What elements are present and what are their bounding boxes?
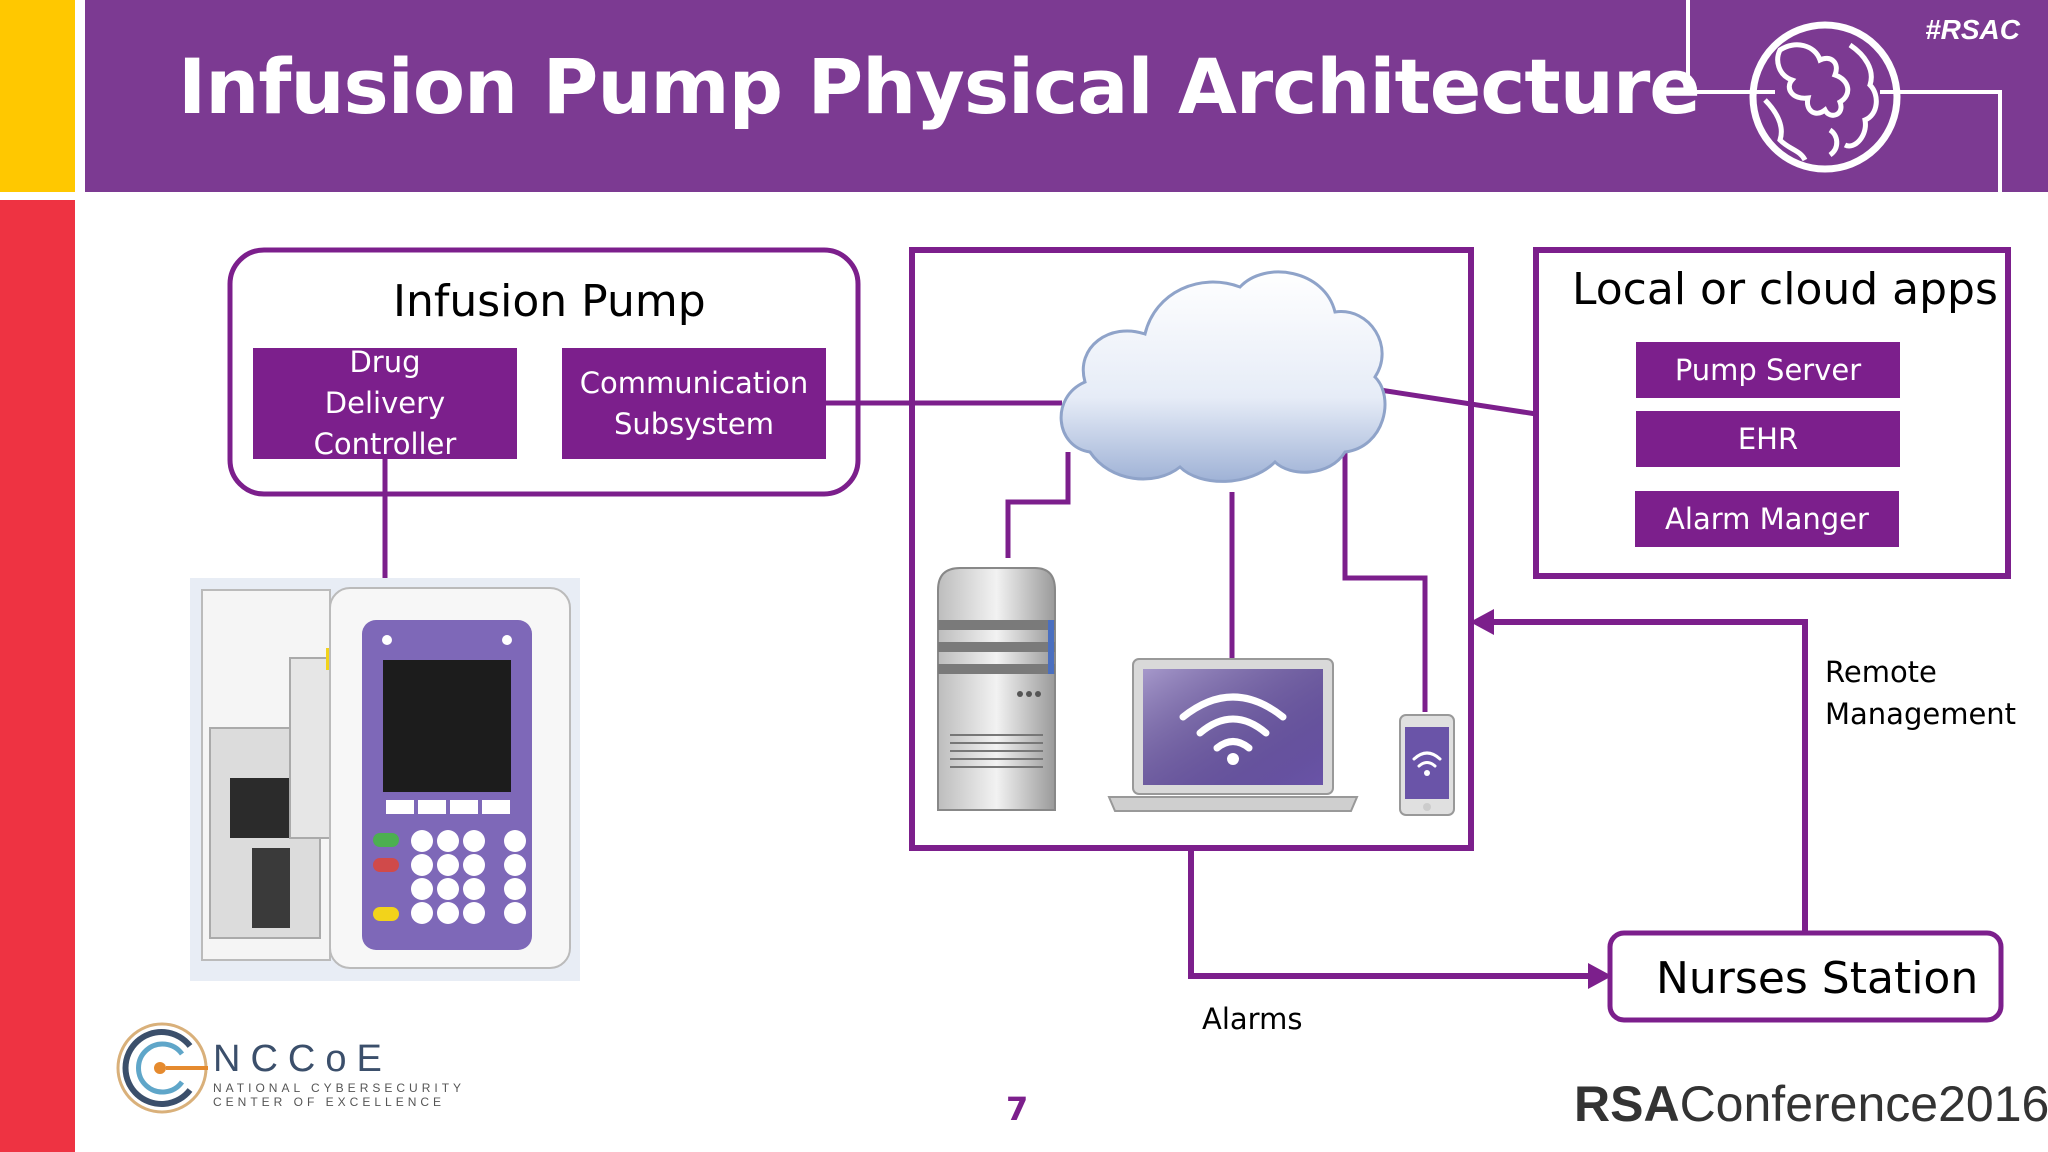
page-title: Infusion Pump Physical Architecture	[178, 42, 1701, 131]
drug-delivery-label: Drug Delivery Controller	[313, 345, 457, 461]
smartphone-icon	[1399, 714, 1455, 816]
rsa-conference-logo: RSAConference2016	[1574, 1075, 2048, 1133]
page-number: 7	[1006, 1090, 1029, 1128]
communication-label: Communication Subsystem	[579, 365, 809, 441]
nccoe-logo-icon	[116, 1022, 208, 1114]
drug-delivery-controller-box: Drug Delivery Controller	[253, 345, 517, 461]
header-banner	[85, 0, 2048, 192]
infusion-pump-image	[190, 578, 580, 981]
remote-management-label: Remote Management	[1825, 655, 2017, 731]
globe-icon	[1686, 0, 2002, 192]
nurses-station-label: Nurses Station	[1656, 953, 1979, 1004]
pump-server-box: Pump Server	[1636, 342, 1900, 398]
server-icon	[937, 567, 1056, 811]
laptop-icon	[1107, 658, 1359, 812]
infusion-pump-frame	[227, 247, 861, 497]
left-accent-red	[0, 200, 75, 1152]
alarms-label: Alarms	[1202, 1002, 1303, 1036]
rsac-hashtag: #RSAC	[1925, 14, 2020, 45]
nccoe-logo-text: NCCoE NATIONAL CYBERSECURITY CENTER OF E…	[213, 1038, 465, 1109]
cloud-icon	[1059, 270, 1387, 483]
nccoe-subtitle-1: NATIONAL CYBERSECURITY	[213, 1081, 466, 1095]
rsa-logo-bold: RSA	[1574, 1076, 1680, 1132]
nccoe-name: NCCoE	[213, 1038, 392, 1080]
ehr-box: EHR	[1636, 411, 1900, 467]
nurses-station-frame	[1607, 930, 2004, 1023]
alarm-manager-box: Alarm Manger	[1635, 491, 1899, 547]
infusion-pump-title: Infusion Pump	[393, 276, 706, 327]
apps-title: Local or cloud apps	[1572, 264, 1998, 315]
communication-subsystem-box: Communication Subsystem	[562, 348, 826, 459]
left-accent-yellow	[0, 0, 75, 192]
nccoe-subtitle-2: CENTER OF EXCELLENCE	[213, 1095, 446, 1109]
rsa-logo-rest: Conference2016	[1679, 1076, 2048, 1132]
